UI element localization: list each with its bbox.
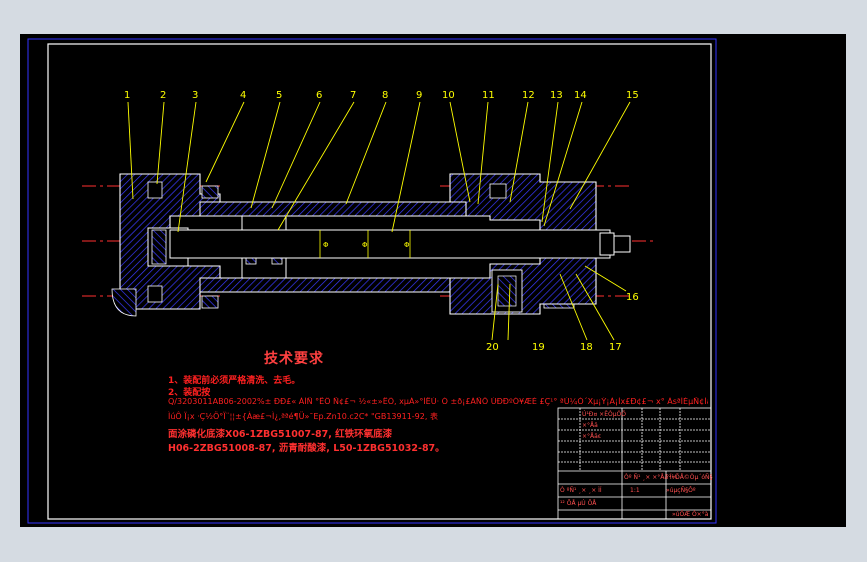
dim-mark-2: Φ xyxy=(362,241,368,249)
title-block-text: Ú¹Ð¤ ×ÊÒµÓÖ ×°Åä ×°Åäͼ °²»ÕÅ©Òµ´óÑ§ »úµç… xyxy=(560,410,713,518)
tb-sheet: ¹² ÕÅ µÚ ÕÅ xyxy=(560,500,597,507)
part-label-3: 3 xyxy=(192,90,198,101)
piston-rod xyxy=(169,229,631,259)
part-label-5: 5 xyxy=(276,90,282,101)
tech-note-line-4: ÌúÔ Ï¡x ·Ç½Ö°Ï¨¦¦±{Àæ£¬Ì¿,ªªé¶Ü»¯Ep.Zn10… xyxy=(168,412,438,421)
leader-lines xyxy=(127,101,631,341)
dimension-marks: Φ Φ Φ xyxy=(323,241,410,249)
cad-viewport[interactable]: 1 2 3 4 5 6 7 8 9 10 11 12 13 14 15 16 1… xyxy=(20,34,846,527)
part-label-16: 16 xyxy=(626,292,639,303)
part-label-7: 7 xyxy=(350,90,356,101)
part-labels: 1 2 3 4 5 6 7 8 9 10 11 12 13 14 15 16 1… xyxy=(124,90,639,353)
outer-frame xyxy=(27,38,717,524)
tech-note-line-5: 面涂磷化底漆X06-1ZBG51007-87, 红铁环氧底漆 xyxy=(168,429,393,440)
title-block xyxy=(557,407,712,520)
part-label-17: 17 xyxy=(609,342,622,353)
dim-mark-1: Φ xyxy=(323,241,329,249)
part-label-18: 18 xyxy=(580,342,593,353)
tb-drawing-no: Ò ºÑ¹ ¸× ¸× ÌÍ xyxy=(560,487,602,494)
tb-row1: Ú¹Ð¤ ×ÊÒµÓÖ xyxy=(582,410,626,418)
part-label-6: 6 xyxy=(316,90,322,101)
part-label-13: 13 xyxy=(550,90,563,101)
part-label-19: 19 xyxy=(532,342,545,353)
part-label-20: 20 xyxy=(486,342,499,353)
tb-school: °²»ÕÅ©Òµ´óÑ§ xyxy=(666,474,713,481)
part-label-12: 12 xyxy=(522,90,535,101)
tech-note-line-2: 2、装配按 xyxy=(168,388,211,398)
hydraulic-cylinder-assembly-drawing: 1 2 3 4 5 6 7 8 9 10 11 12 13 14 15 16 1… xyxy=(27,38,717,524)
inner-frame xyxy=(47,43,712,520)
part-label-2: 2 xyxy=(160,90,166,101)
part-label-11: 11 xyxy=(482,90,495,101)
tech-note-line-3: Q/3203011AB06-2002%± ÐÐ£« ÀÍÑ °ËÖ Ñ¢£¬ ½… xyxy=(168,397,708,406)
part-label-14: 14 xyxy=(574,90,587,101)
tb-name: Òº Ñ¹ ¸× ×°Åä Í¼ xyxy=(624,474,678,481)
tech-notes-title: 技术要求 xyxy=(264,351,324,367)
part-label-4: 4 xyxy=(240,90,246,101)
part-label-15: 15 xyxy=(626,90,639,101)
tech-note-line-6: H06-2ZBG51008-87, 沥青耐酸漆, L50-1ZBG51032-8… xyxy=(168,443,445,454)
part-label-10: 10 xyxy=(442,90,455,101)
right-end-cap xyxy=(449,173,597,315)
part-label-8: 8 xyxy=(382,90,388,101)
tb-scale: 1:1 xyxy=(630,487,640,494)
tb-row2: ×°Åä xyxy=(582,422,598,429)
dim-mark-3: Φ xyxy=(404,241,410,249)
part-label-1: 1 xyxy=(124,90,130,101)
tb-class: »úÖÆ Ó×°à xyxy=(672,511,709,518)
tb-dept: »úµçÑ§Ôº xyxy=(666,487,696,494)
part-label-9: 9 xyxy=(416,90,422,101)
tb-row3: ×°Åäͼ xyxy=(582,433,601,440)
tech-note-line-1: 1、装配前必须严格清洗、去毛。 xyxy=(168,376,301,386)
